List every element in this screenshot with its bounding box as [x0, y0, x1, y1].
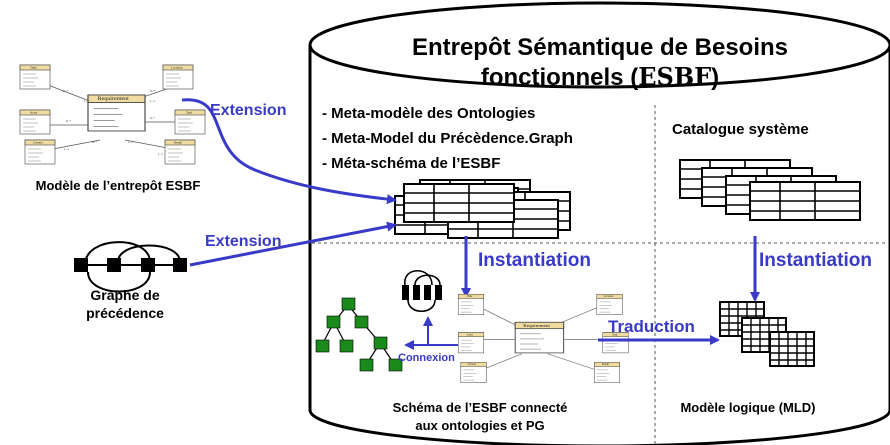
schema-caption-line-2: aux ontologies et PG: [415, 418, 544, 433]
title-line-2: fonctionnels (ESBF): [481, 62, 719, 91]
uml-class-criteria: Criteria: [24, 139, 56, 165]
uml-class-task: Task: [174, 109, 206, 135]
extension-label-1: Extension: [210, 102, 286, 119]
svg-text:1..1: 1..1: [128, 140, 133, 144]
instantiation-label-right: Instantiation: [759, 250, 872, 271]
svg-text:Requirement: Requirement: [98, 97, 130, 102]
extension-arrow-2: [189, 221, 397, 267]
catalogue-label: Catalogue système: [672, 121, 809, 138]
svg-text:Actor: Actor: [30, 111, 38, 115]
svg-text:Requirement: Requirement: [523, 324, 550, 328]
svg-text:1..1: 1..1: [84, 99, 89, 103]
svg-text:Result: Result: [174, 141, 182, 145]
connexion-label: Connexion: [398, 352, 455, 364]
svg-text:Task: Task: [186, 111, 192, 115]
svg-text:Criteria: Criteria: [33, 141, 43, 145]
instantiation-label-left: Instantiation: [478, 250, 591, 271]
svg-text:Time: Time: [467, 295, 473, 298]
graph-caption-line-2: précédence: [86, 305, 164, 321]
uml-class-result: Result: [164, 139, 196, 165]
svg-text:0..*: 0..*: [150, 89, 155, 93]
ontology-tree: [315, 297, 403, 372]
svg-text:0..*: 0..*: [63, 89, 68, 93]
traduction-label: Traduction: [608, 317, 695, 336]
precedence-graph: [74, 241, 187, 293]
svg-text:1..1: 1..1: [158, 152, 163, 156]
meta-item-precedence-graph: - Meta-Model du Précèdence.Graph: [322, 130, 573, 147]
precedence-loop-graph: [402, 270, 442, 313]
extension-arrow-1: [181, 98, 397, 205]
meta-item-ontologies: - Meta-modèle des Ontologies: [322, 105, 535, 122]
svg-text:0..*: 0..*: [66, 119, 71, 123]
svg-text:Result: Result: [602, 363, 609, 366]
uml-class-time: Time: [19, 64, 51, 90]
svg-text:Location: Location: [604, 295, 614, 298]
svg-text:Location: Location: [171, 66, 183, 70]
uml-class-requirement: Requirement: [87, 94, 146, 132]
svg-text:0..*: 0..*: [150, 116, 155, 120]
svg-text:0..*: 0..*: [92, 140, 97, 144]
title-line-1: Entrepôt Sémantique de Besoins: [412, 34, 788, 61]
mld-caption: Modèle logique (MLD): [680, 400, 815, 415]
svg-text:1..1: 1..1: [150, 99, 155, 103]
svg-text:Actor: Actor: [467, 333, 473, 336]
uml-class-actor: Actor: [19, 109, 51, 135]
svg-text:Task: Task: [612, 333, 618, 336]
uml-class-location: Location: [162, 64, 194, 90]
esbf-model-uml: Time Location Requirement Actor Task Cri…: [19, 64, 206, 165]
esbf-schema-uml: Time Location Requirement Actor Task Cri…: [457, 293, 629, 383]
svg-text:1..1: 1..1: [64, 147, 69, 151]
graph-caption-line-1: Graphe de: [90, 287, 159, 303]
extension-label-2: Extension: [205, 233, 281, 250]
schema-caption-line-1: Schéma de l’ESBF connecté: [393, 400, 568, 415]
model-caption: Modèle de l’entrepôt ESBF: [36, 178, 201, 193]
meta-item-esbf-schema: - Méta-schéma de l’ESBF: [322, 155, 500, 172]
svg-text:Time: Time: [30, 66, 37, 70]
svg-text:Criteria: Criteria: [468, 363, 477, 366]
